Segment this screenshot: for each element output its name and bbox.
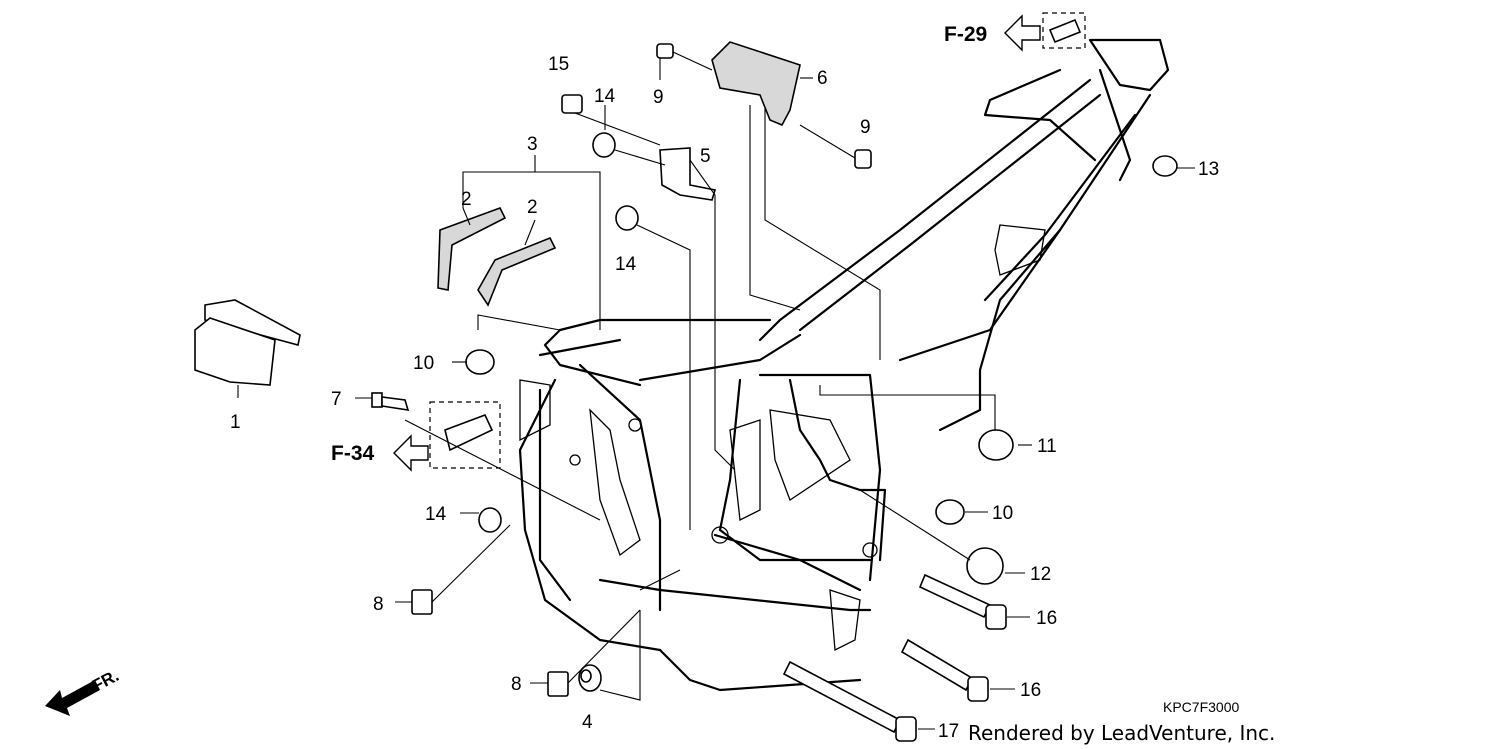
front-indicator: FR. bbox=[45, 666, 122, 716]
f29-part bbox=[1048, 18, 1082, 44]
main-frame bbox=[518, 38, 1170, 692]
callout-14-upper: 14 bbox=[594, 86, 616, 107]
callout-14-lower: 14 bbox=[425, 504, 447, 525]
callout-13: 13 bbox=[1198, 159, 1219, 180]
part-15-nut bbox=[561, 94, 583, 114]
hollow-arrow-right-icon bbox=[1004, 14, 1041, 52]
part-1-side-cover bbox=[194, 299, 301, 386]
callout-5: 5 bbox=[700, 146, 711, 167]
part-13-cap bbox=[1152, 155, 1178, 177]
leader-lines bbox=[237, 51, 1195, 730]
callout-2-left: 2 bbox=[461, 189, 472, 210]
callout-17: 17 bbox=[938, 721, 959, 742]
part-9-bolt-left bbox=[656, 43, 674, 59]
part-4-collar bbox=[578, 664, 602, 692]
part-12-clamp bbox=[966, 547, 1004, 585]
hollow-arrow-left-icon bbox=[393, 434, 429, 472]
part-10-clamp-left bbox=[465, 349, 495, 375]
part-2-strip-right bbox=[477, 236, 557, 307]
callout-10-right: 10 bbox=[992, 503, 1013, 524]
part-14-collar-middle bbox=[615, 205, 639, 231]
front-arrow-icon bbox=[45, 680, 100, 716]
reference-f34: F-34 bbox=[331, 434, 429, 472]
callout-10-left: 10 bbox=[413, 353, 434, 374]
callout-2-right: 2 bbox=[527, 197, 538, 218]
callout-3: 3 bbox=[527, 134, 538, 155]
callout-16-lower: 16 bbox=[1020, 680, 1041, 701]
reference-f29-label: F-29 bbox=[944, 23, 987, 46]
callout-14-middle: 14 bbox=[615, 254, 637, 275]
reference-f29: F-29 bbox=[944, 12, 1086, 52]
f29-dashed-group bbox=[1042, 12, 1086, 49]
part-10-clamp-right bbox=[935, 499, 965, 525]
part-8-clip-upper bbox=[411, 589, 433, 615]
part-5-bracket bbox=[659, 147, 717, 201]
callout-8-upper: 8 bbox=[373, 594, 384, 615]
part-7-bolt bbox=[371, 392, 410, 411]
callout-6: 6 bbox=[817, 68, 828, 89]
part-14-collar-lower bbox=[478, 507, 502, 533]
part-14-collar-upper bbox=[592, 132, 616, 158]
f34-dashed-group bbox=[429, 401, 501, 469]
callout-7: 7 bbox=[331, 389, 342, 410]
credit-text: Rendered by LeadVenture, Inc. bbox=[968, 721, 1275, 745]
callout-15: 15 bbox=[548, 54, 569, 75]
part-16-bolt-lower bbox=[900, 638, 989, 702]
part-2-strip-left bbox=[437, 207, 507, 291]
part-8-clip-lower bbox=[547, 671, 569, 697]
f34-bracket bbox=[444, 413, 494, 452]
callout-1: 1 bbox=[230, 412, 241, 433]
diagram-code: KPC7F3000 bbox=[1163, 699, 1239, 715]
callout-8-lower: 8 bbox=[511, 674, 522, 695]
part-9-bolt-right bbox=[854, 149, 872, 169]
part-16-bolt-upper bbox=[918, 573, 1007, 630]
part-6-plate bbox=[711, 41, 801, 127]
part-11-clamp bbox=[978, 429, 1014, 461]
reference-f34-label: F-34 bbox=[331, 442, 375, 465]
callout-11: 11 bbox=[1037, 436, 1057, 457]
part-17-bolt bbox=[782, 660, 917, 742]
callout-9-right: 9 bbox=[860, 117, 871, 138]
callout-9-left: 9 bbox=[653, 87, 664, 108]
callout-12: 12 bbox=[1030, 564, 1051, 585]
callout-16-upper: 16 bbox=[1036, 608, 1057, 629]
callout-4: 4 bbox=[582, 712, 593, 733]
